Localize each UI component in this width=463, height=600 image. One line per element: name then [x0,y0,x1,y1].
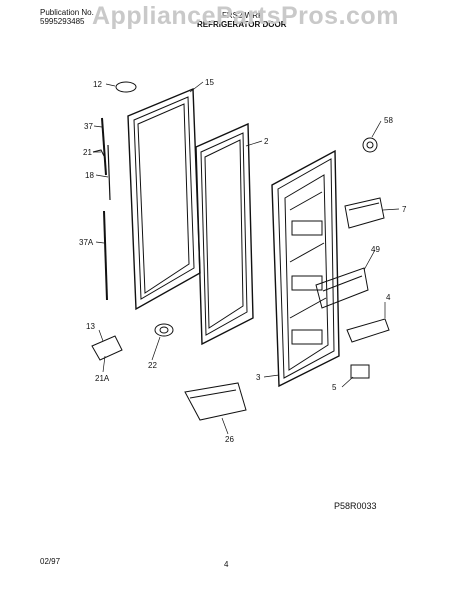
callout-7: 7 [402,205,407,214]
part-bucket-26 [184,382,247,421]
part-strip-37a [103,210,108,301]
callout-5: 5 [332,383,337,392]
callout-49: 49 [371,245,380,254]
part-hinge-13 [91,335,123,361]
callout-3: 3 [256,373,261,382]
part-door-3 [271,149,340,388]
publication-number: 5995293485 [40,17,85,26]
part-inner-panel-2 [195,122,254,346]
callout-18: 18 [85,171,94,180]
model-number: FRS2IWRF [222,11,263,20]
section-title: REFRIGERATOR DOOR [197,20,287,29]
part-cap-58 [362,137,378,153]
callout-37: 37 [84,122,93,131]
callout-21a: 21A [95,374,110,383]
callout-4: 4 [386,293,391,302]
callout-2: 2 [264,137,269,146]
diagram-code: P58R0033 [334,501,377,511]
footer-page-number: 4 [224,560,229,569]
callout-15: 15 [205,78,214,87]
part-shelf-49 [315,267,369,309]
callout-58: 58 [384,116,393,125]
part-bar-4 [346,318,390,343]
part-rod-18 [107,144,111,201]
part-bin-5 [350,364,370,379]
part-screw-21 [92,149,105,157]
callout-22: 22 [148,361,157,370]
callout-37a: 37A [79,238,94,247]
callout-12: 12 [93,80,102,89]
part-grommet-22 [154,323,174,337]
publication-label: Publication No. [40,8,94,17]
part-gasket-15 [127,87,201,311]
part-bin-7 [344,197,385,229]
part-strip-37 [101,117,107,176]
callout-21: 21 [83,148,92,157]
callout-26: 26 [225,435,234,444]
part-plug-12 [115,81,137,93]
watermark: AppliancePartsPros.com [92,2,399,30]
footer-date: 02/97 [40,557,61,566]
callout-13: 13 [86,322,95,331]
